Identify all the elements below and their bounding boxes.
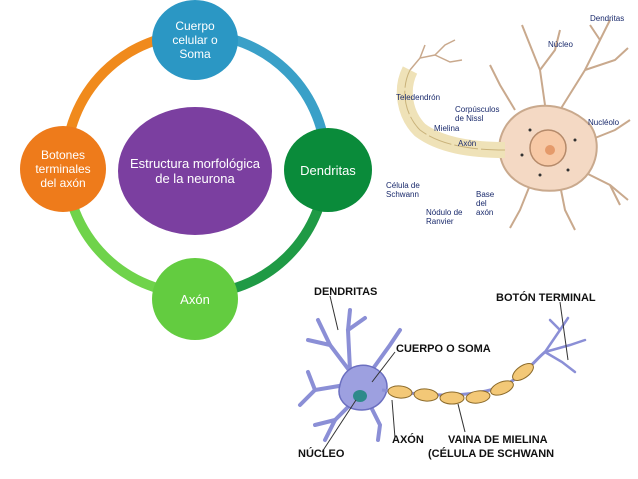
- neuron-top-label-ranvier: Nódulo de Ranvier: [426, 208, 463, 226]
- neuron-bottom-label-schwann: (CÉLULA DE SCHWANN: [428, 448, 555, 460]
- dendrites-node-text: Dendritas: [300, 162, 356, 178]
- neuron-top-myelin: [404, 69, 506, 151]
- neuron-bottom-myelin: [387, 363, 534, 405]
- center-node: Estructura morfológica de la neurona: [118, 107, 272, 235]
- neuron-bottom-label-nucleus: NÚCLEO: [298, 448, 345, 460]
- neuron-top-label-nissl: Corpúsculos de Nissl: [455, 105, 500, 123]
- neuron-top-label-myelin: Mielina: [434, 124, 460, 133]
- neuron-bottom-nucleus: [353, 390, 367, 402]
- neuron-top-label-teledendron: Teledendrón: [396, 93, 441, 102]
- neuron-top-label-schwann: Célula de Schwann: [386, 181, 420, 199]
- axon-node-text: Axón: [180, 291, 210, 307]
- neuron-top-nissl: [520, 128, 577, 177]
- neuron-bottom-label-axon: AXÓN: [392, 434, 424, 446]
- neuron-bottom-terminals: [543, 316, 587, 374]
- neuron-top-nucleolus: [545, 145, 555, 155]
- neuron-bottom-label-terminal-button: BOTÓN TERMINAL: [496, 292, 596, 304]
- neuron-top-dendrites: [489, 19, 631, 231]
- terminal-buttons-node: Botones terminales del axón: [20, 126, 106, 212]
- soma-node: Cuerpo celular o Soma: [152, 0, 238, 80]
- center-node-text: Estructura morfológica de la neurona: [129, 156, 261, 186]
- neuron-bottom-label-soma: CUERPO O SOMA: [396, 343, 491, 355]
- neuron-top-label-axon-base: Base del axón: [476, 190, 495, 217]
- neuron-bottom-pointers: [321, 295, 569, 453]
- dendrites-node: Dendritas: [284, 128, 372, 212]
- terminal-buttons-node-text: Botones terminales del axón: [35, 148, 91, 190]
- neuron-bottom-label-myelin: VAINA DE MIELINA: [448, 434, 548, 446]
- neuron-top-label-dendrites: Dendritas: [590, 14, 625, 23]
- axon-node: Axón: [152, 258, 238, 340]
- neuron-bottom-soma: [338, 364, 388, 411]
- soma-node-text: Cuerpo celular o Soma: [172, 19, 218, 61]
- neuron-top-label-nucleolus: Nucléolo: [588, 118, 620, 127]
- neuron-top-label-axon: Axón: [458, 139, 477, 148]
- neuron-top-label-nucleus: Núcleo: [548, 40, 573, 49]
- neuron-bottom-label-dendrites: DENDRITAS: [314, 286, 378, 298]
- neuron-top-teledendron: [409, 39, 463, 71]
